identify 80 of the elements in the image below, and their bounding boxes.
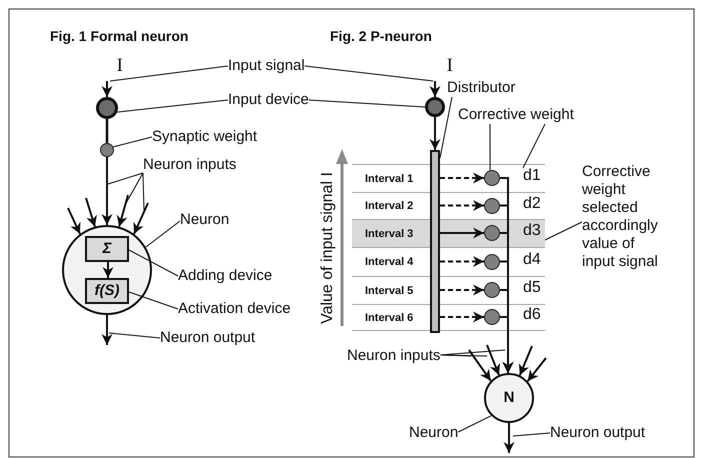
connector-line xyxy=(106,119,108,143)
arrow xyxy=(133,202,149,234)
leader-line xyxy=(108,172,144,184)
arrow xyxy=(468,349,492,382)
figure-title: Fig. 1 Formal neuron xyxy=(50,27,188,45)
arrow xyxy=(430,117,440,150)
arrow xyxy=(116,194,129,227)
weight-label: d4 xyxy=(523,250,541,268)
neuron-circle: N xyxy=(484,373,534,423)
weight-circle xyxy=(484,170,500,186)
arrow xyxy=(440,172,484,184)
callout-label: Neuron xyxy=(409,424,458,442)
callout-label: Neuron output xyxy=(160,329,256,347)
adding-box: Σ xyxy=(85,236,129,262)
axis-label: Value of input signal I xyxy=(319,171,337,326)
arrow xyxy=(102,315,112,345)
weight-circle xyxy=(484,225,500,241)
activation-box: f(S) xyxy=(85,278,129,304)
arrow xyxy=(526,357,547,382)
arrow xyxy=(430,81,440,97)
weight-circle xyxy=(484,254,500,270)
leader-line xyxy=(440,354,488,356)
leader-line xyxy=(512,432,550,436)
callout-label: Activation device xyxy=(178,300,291,318)
leader-line xyxy=(124,172,144,206)
weight-circle xyxy=(484,282,500,298)
callout-label: Corrective weight xyxy=(458,106,574,124)
arrow xyxy=(102,157,112,225)
callout-label: Adding device xyxy=(178,267,272,285)
callout-label: Input device xyxy=(228,91,309,109)
callout-label: Neuron inputs xyxy=(347,347,440,365)
distributor-bar xyxy=(430,150,440,333)
leader-line xyxy=(142,172,144,212)
leader-line xyxy=(128,292,178,310)
callout-label: Neuron inputs xyxy=(143,156,236,174)
leader-line xyxy=(522,124,546,168)
input-symbol: I xyxy=(431,57,453,81)
callout-label: Input signal xyxy=(228,57,305,75)
weight-circle xyxy=(484,198,500,214)
arrow xyxy=(102,81,112,97)
arrow xyxy=(440,284,484,296)
leader-line xyxy=(145,220,180,248)
arrow xyxy=(518,346,533,376)
arrow xyxy=(440,312,484,322)
arrow xyxy=(85,198,97,227)
input-symbol: I xyxy=(101,57,123,81)
figure-title: Fig. 2 P-neuron xyxy=(330,27,432,45)
weight-label: d2 xyxy=(523,194,541,212)
arrow xyxy=(440,228,484,238)
arrow xyxy=(440,200,484,211)
callout-label: Neuron output xyxy=(550,424,646,442)
weight-label: d6 xyxy=(523,306,541,324)
weight-label: d3 xyxy=(523,222,541,240)
leader-line xyxy=(304,66,434,82)
leader-line xyxy=(108,332,160,338)
weight-label: d5 xyxy=(523,279,541,297)
callout-label: Distributor xyxy=(447,79,516,97)
arrow xyxy=(504,423,514,453)
leader-line xyxy=(308,100,426,108)
weight-circle xyxy=(484,309,500,325)
leader-line xyxy=(112,136,152,148)
callout-label: Synaptic weight xyxy=(152,128,258,146)
input-device-circle xyxy=(425,97,445,117)
weight-circle xyxy=(100,143,114,157)
arrow xyxy=(440,256,484,267)
leader-line xyxy=(128,250,178,276)
leader-line xyxy=(490,124,491,171)
leader-line xyxy=(544,222,582,240)
callout-text: Corrective weight selected accordingly value of input signal xyxy=(582,163,668,271)
arrow xyxy=(500,316,514,373)
arrow xyxy=(486,344,500,376)
arrow xyxy=(67,208,81,234)
callout-label: Neuron xyxy=(180,211,230,229)
weight-label: d1 xyxy=(523,167,541,185)
input-device-circle xyxy=(96,97,118,119)
leader-line xyxy=(440,96,452,158)
leader-line xyxy=(116,100,228,113)
arrow xyxy=(102,262,114,278)
leader-line xyxy=(110,66,228,82)
leader-line xyxy=(458,415,492,432)
